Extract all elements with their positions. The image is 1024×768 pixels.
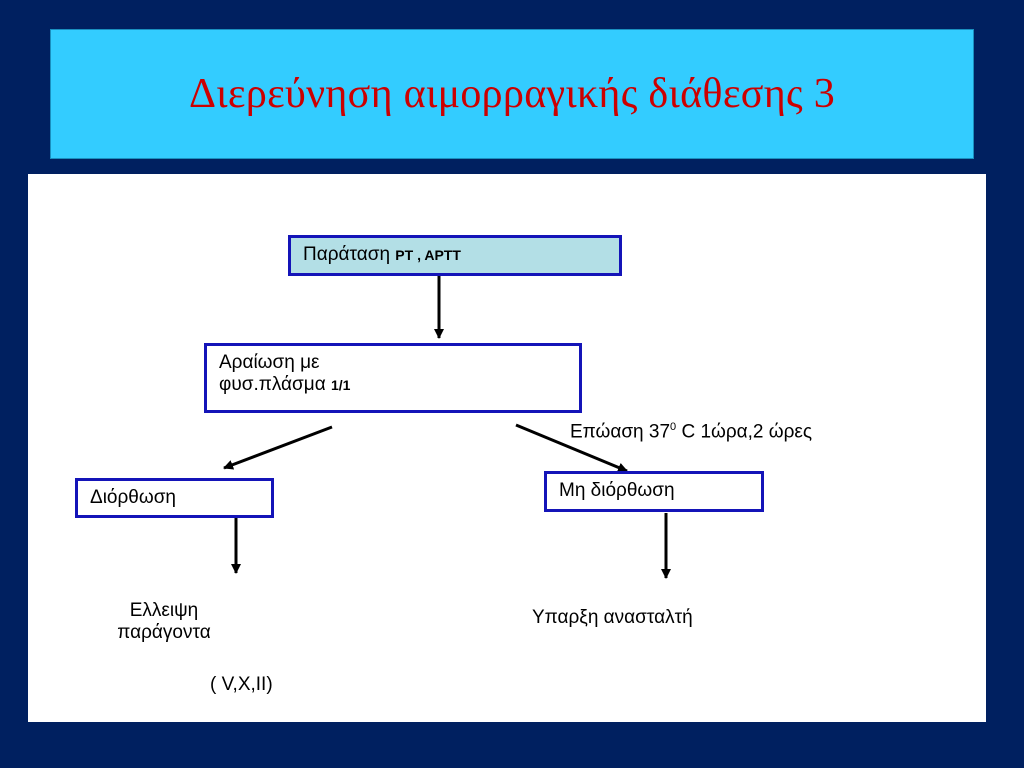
mix-line-1: Αραίωση με [219, 352, 320, 373]
start-text: Παράταση [303, 244, 391, 265]
mix-box-plasma-dilution: Αραίωση με φυσ.πλάσμα 1/1 [204, 343, 582, 413]
slide-title: Διερεύνηση αιμορραγικής διάθεσης 3 [188, 71, 836, 117]
deficiency-line-2: παράγοντα [117, 622, 211, 643]
incubation-degree: 0 [670, 421, 677, 433]
not-corrected-text: Μη διόρθωση [559, 480, 675, 501]
arrow-mix-to-corrected [223, 425, 333, 470]
start-tests: PT , APTT [395, 247, 461, 263]
deficiency-label: Ελλειψη παράγοντα [80, 600, 248, 644]
corrected-text: Διόρθωση [90, 487, 176, 508]
title-bar: Διερεύνηση αιμορραγικής διάθεσης 3 [51, 30, 973, 158]
inhibitor-label: Υπαρξη ανασταλτή [532, 607, 693, 628]
start-box-prolonged-pt-aptt: Παράταση PT , APTT [288, 235, 622, 276]
incubation-rest: C 1ώρα,2 ώρες [676, 421, 813, 443]
incubation-label: Επώαση 370 C 1ώρα,2 ώρες [570, 416, 812, 443]
mix-line-2: φυσ.πλάσμα [219, 374, 326, 395]
deficiency-line-1: Ελλειψη [129, 600, 199, 621]
deficiency-factors: ( V,X,II) [210, 674, 273, 695]
arrow-mix-to-not-corrected [515, 423, 628, 473]
corrected-box: Διόρθωση [75, 478, 274, 518]
incubation-text: Επώαση 37 [570, 421, 671, 443]
mix-ratio: 1/1 [330, 377, 351, 393]
not-corrected-box: Μη διόρθωση [544, 471, 764, 512]
